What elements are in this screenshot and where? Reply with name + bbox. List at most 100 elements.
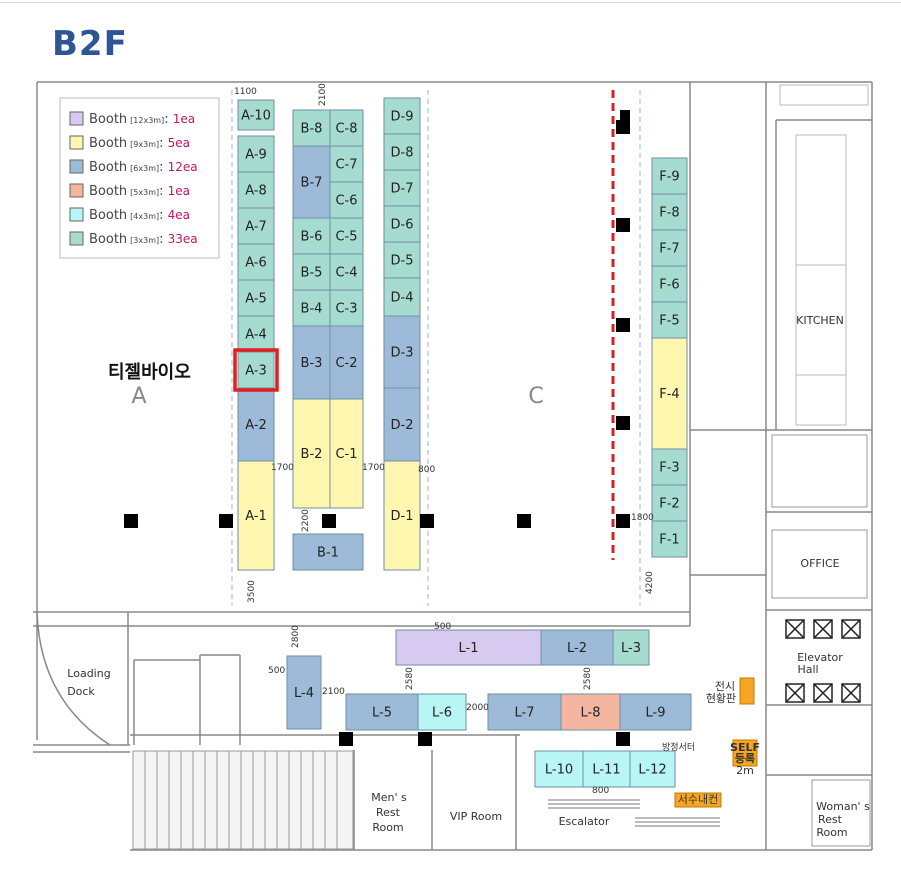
booth-f-8[interactable]: F-8: [651, 193, 688, 231]
booth-b-8[interactable]: B-8: [292, 109, 331, 147]
booth-c-3[interactable]: C-3: [329, 289, 364, 327]
loading-dock-label-2: Dock: [67, 685, 95, 698]
loading-dock-label-1: Loading: [67, 667, 110, 680]
booth-b-3[interactable]: B-3: [292, 325, 331, 400]
booth-a-7[interactable]: A-7: [237, 207, 275, 245]
booth-a-6[interactable]: A-6: [237, 243, 275, 281]
booth-c-8[interactable]: C-8: [329, 109, 364, 147]
booth-label: L-9: [646, 706, 666, 721]
legend-item: Booth[5x3m]: 1ea: [69, 183, 190, 199]
booth-b-2[interactable]: B-2: [292, 398, 331, 509]
booth-label: C-5: [335, 230, 357, 245]
booth-a-3[interactable]: A-3: [237, 351, 275, 389]
booth-c-1[interactable]: C-1: [329, 398, 364, 509]
top-divider: [0, 2, 901, 3]
booth-a-8[interactable]: A-8: [237, 171, 275, 209]
booth-f-9[interactable]: F-9: [651, 157, 688, 195]
booth-label: D-9: [391, 110, 414, 125]
booth-f-4[interactable]: F-4: [651, 337, 688, 450]
booth-l-4[interactable]: L-4: [286, 655, 322, 730]
booth-label: D-4: [391, 291, 414, 306]
booth-f-7[interactable]: F-7: [651, 229, 688, 267]
booth-f-6[interactable]: F-6: [651, 265, 688, 303]
booth-l-8[interactable]: L-8: [560, 693, 621, 731]
booth-d-5[interactable]: D-5: [383, 241, 421, 279]
booth-f-5[interactable]: F-5: [651, 301, 688, 339]
booth-d-7[interactable]: D-7: [383, 169, 421, 207]
booth-l-2[interactable]: L-2: [540, 629, 614, 666]
booth-l-3[interactable]: L-3: [612, 629, 650, 666]
booth-f-2[interactable]: F-2: [651, 484, 688, 522]
legend-text: Booth[9x3m]: 5ea: [89, 136, 190, 151]
booth-l-10[interactable]: L-10: [534, 750, 584, 788]
booth-b-1[interactable]: B-1: [292, 533, 364, 571]
booth-b-5[interactable]: B-5: [292, 253, 331, 291]
booth-l-12[interactable]: L-12: [629, 750, 676, 788]
booth-label: B-6: [301, 230, 323, 245]
booth-d-8[interactable]: D-8: [383, 133, 421, 171]
booth-l-5[interactable]: L-5: [345, 693, 419, 731]
booth-label: D-2: [391, 418, 414, 433]
booth-d-6[interactable]: D-6: [383, 205, 421, 243]
booth-box: [383, 133, 421, 171]
booth-f-1[interactable]: F-1: [651, 520, 688, 558]
booth-l-6[interactable]: L-6: [417, 693, 467, 731]
booth-box: [237, 460, 275, 571]
booths: A-10A-9A-8A-7A-6A-5A-4A-3A-2A-1 B-8B-7B-6…: [237, 97, 692, 788]
booth-c-4[interactable]: C-4: [329, 253, 364, 291]
booth-a-9[interactable]: A-9: [237, 135, 275, 173]
booth-d-3[interactable]: D-3: [383, 315, 421, 389]
dim-2: 2100: [318, 83, 328, 106]
booth-d-1[interactable]: D-1: [383, 460, 421, 571]
booth-label: L-10: [545, 763, 573, 778]
booth-a-10[interactable]: A-10: [237, 99, 275, 131]
booth-b-7[interactable]: B-7: [292, 145, 331, 219]
womans-room-label-2: Rest: [818, 813, 843, 826]
booth-label: B-5: [301, 266, 323, 281]
booth-l-9[interactable]: L-9: [619, 693, 692, 731]
booth-d-9[interactable]: D-9: [383, 97, 421, 135]
booth-a-4[interactable]: A-4: [237, 315, 275, 353]
booth-box: [237, 279, 275, 317]
booth-a-5[interactable]: A-5: [237, 279, 275, 317]
booth-b-4[interactable]: B-4: [292, 289, 331, 327]
dim-4: 1700: [362, 463, 385, 473]
booth-label: C-1: [335, 447, 357, 462]
booth-box: [329, 325, 364, 400]
booth-c-6[interactable]: C-6: [329, 181, 364, 219]
booth-box: [651, 448, 688, 486]
legend-text: Booth[5x3m]: 1ea: [89, 184, 190, 199]
booth-label: F-7: [659, 242, 679, 257]
legend-text: Booth[4x3m]: 4ea: [89, 208, 190, 223]
booth-box: [237, 351, 275, 389]
booth-f-3[interactable]: F-3: [651, 448, 688, 486]
booth-box: [487, 693, 562, 731]
booth-box: [237, 171, 275, 209]
legend-sep: :: [159, 208, 168, 223]
booth-c-2[interactable]: C-2: [329, 325, 364, 400]
status-board-label-2: 현황판: [706, 692, 736, 705]
booth-b-6[interactable]: B-6: [292, 217, 331, 255]
booth-l-11[interactable]: L-11: [582, 750, 631, 788]
pillars: [124, 110, 630, 746]
booth-l-1[interactable]: L-1: [395, 629, 542, 666]
booth-box: [383, 169, 421, 207]
booth-box: [651, 337, 688, 450]
dim-8: 1800: [631, 513, 654, 523]
room-outline: [771, 434, 868, 508]
booth-label: L-1: [459, 641, 479, 656]
status-board-marker: [739, 677, 755, 705]
booth-label: C-6: [335, 194, 357, 209]
booth-a-2[interactable]: A-2: [237, 387, 275, 462]
booth-d-2[interactable]: D-2: [383, 387, 421, 462]
legend-item: Booth[3x3m]: 33ea: [69, 231, 198, 247]
booth-a-1[interactable]: A-1: [237, 460, 275, 571]
booth-l-7[interactable]: L-7: [487, 693, 562, 731]
booth-d-4[interactable]: D-4: [383, 277, 421, 317]
booth-c-7[interactable]: C-7: [329, 145, 364, 183]
booth-box: [237, 99, 275, 131]
signage-strip-label: 방정서터: [662, 742, 695, 753]
booth-c-5[interactable]: C-5: [329, 217, 364, 255]
legend-item: Booth[9x3m]: 5ea: [69, 135, 190, 151]
womans-room-label-3: Room: [816, 826, 847, 839]
